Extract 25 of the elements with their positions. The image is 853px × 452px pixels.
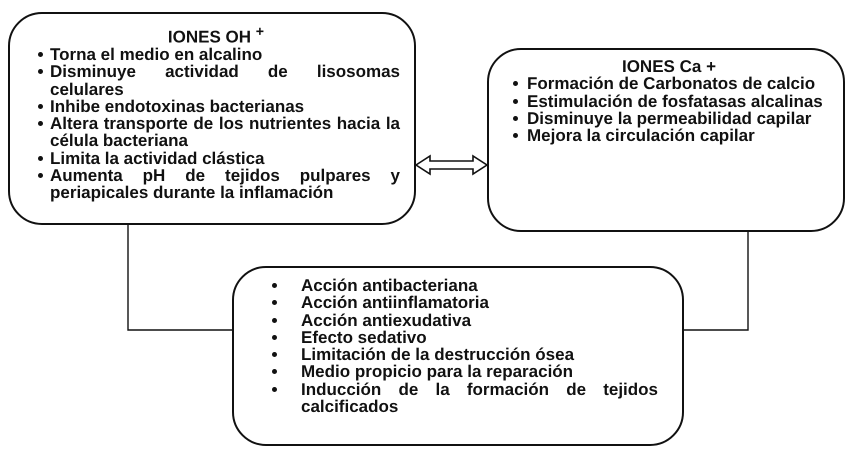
bullet-item: Limita la actividad clástica: [32, 150, 400, 168]
bullet-item: Aumenta pH de tejidos pulpares y periapicales durante la inflamación: [32, 167, 400, 202]
bullet-item: Inhibe endotoxinas bacterianas: [32, 98, 400, 116]
box-heading: IONES Ca +: [620, 58, 717, 76]
connector-line: [684, 232, 749, 331]
connector-line: [127, 225, 232, 331]
bullet-item: Acción antiinflamatoria: [244, 294, 658, 312]
rounded-box: [8, 12, 416, 225]
bullet-item: Mejora la circulación capilar: [505, 127, 833, 144]
bullet-item: Inducción de la formación de tejidos calcificados: [244, 380, 658, 416]
bullet-item: Medio propicio para la reparación: [244, 363, 658, 381]
box-heading: IONES OH $^{+}$: [166, 24, 266, 46]
bullet-item: Efecto sedativo: [244, 328, 658, 346]
bullet-item: Acción antiexudativa: [244, 312, 658, 329]
bullet-item: Formación de Carbonatos de calcio: [505, 75, 833, 93]
rounded-box: [232, 266, 684, 446]
double-arrow: [414, 154, 488, 176]
bullet-item: Acción antibacteriana: [244, 277, 658, 294]
bullet-item: Disminuye la permeabilidad capilar: [505, 110, 833, 128]
bullet-item: Estimulación de fosfatasas alcalinas: [505, 92, 833, 110]
bullet-item: Torna el medio en alcalino: [32, 46, 400, 64]
bullet-item: Limitación de la destrucción ósea: [244, 346, 658, 364]
bullet-item: Disminuye actividad de lisosomas celulares: [32, 63, 400, 98]
bullet-item: Altera transporte de los nutrientes hacia la célula bacteriana: [32, 115, 400, 150]
rounded-box: [487, 48, 845, 232]
